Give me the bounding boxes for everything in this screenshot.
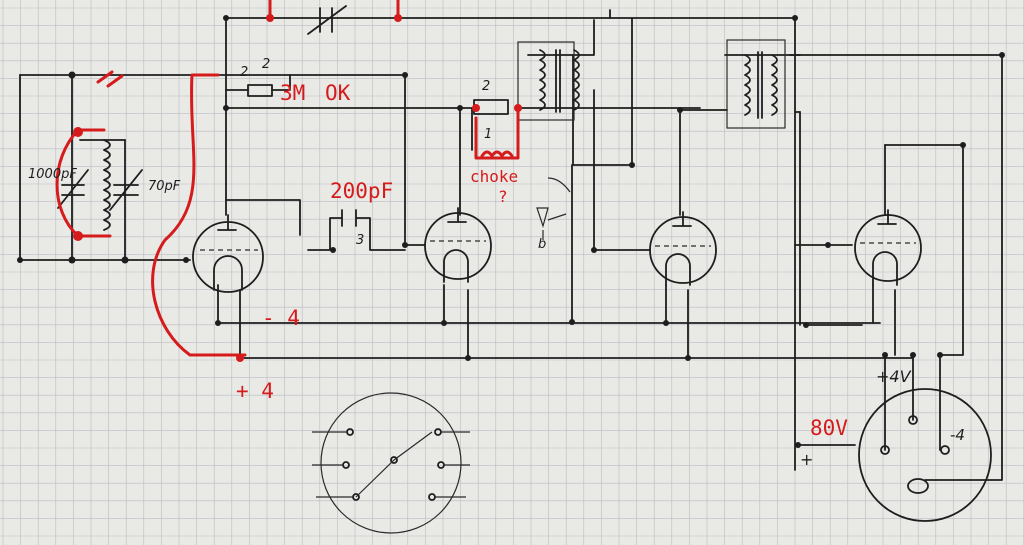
- wiring: [19, 9, 1003, 481]
- tube-4: [854, 209, 922, 286]
- label-pin-3: 3: [356, 233, 364, 248]
- label-70pf: 70pF: [148, 179, 181, 194]
- headphone-symbol: [536, 177, 571, 240]
- label-choke-question: ?: [498, 187, 508, 206]
- label-minus-4-socket: -4: [950, 426, 965, 444]
- grid-leak-resistor: [247, 84, 273, 97]
- transformer-2: [726, 39, 786, 129]
- variable-capacitor-1000pf: [57, 169, 89, 209]
- label-plus-4v: +4V: [876, 367, 912, 386]
- label-200pf: 200pF: [330, 179, 393, 203]
- label-plus-4: + 4: [236, 379, 274, 403]
- tube-socket-small: [312, 392, 470, 534]
- label-3m: 3M: [280, 81, 305, 105]
- label-choke: choke: [470, 167, 518, 186]
- label-mark-b: b: [538, 237, 546, 252]
- label-ok: OK: [325, 81, 351, 105]
- tuning-coil: [103, 139, 111, 231]
- label-minus-4: - 4: [262, 306, 300, 330]
- tube-socket-large: [858, 388, 992, 522]
- junctions: [17, 15, 1005, 448]
- tube-3: [649, 211, 717, 286]
- coupling-capacitor: [341, 209, 357, 227]
- labels: 1000pF 70pF 3M OK 200pF choke ? - 4 + 4 …: [28, 57, 965, 469]
- top-variable-capacitor: [307, 5, 347, 35]
- red-annotations: [55, 0, 522, 362]
- transformer-1: [517, 41, 580, 121]
- label-pin-2a: 2: [240, 65, 248, 80]
- label-1000pf: 1000pF: [28, 167, 77, 182]
- variable-capacitor-70pf: [109, 169, 143, 211]
- tube-2: [424, 207, 492, 283]
- label-pin-1: 1: [484, 127, 492, 142]
- tube-1: [192, 214, 264, 293]
- label-plus: +: [800, 450, 813, 469]
- label-pin-2b: 2: [262, 57, 270, 72]
- label-pin-2c: 2: [482, 79, 490, 94]
- label-80v: 80V: [810, 416, 848, 440]
